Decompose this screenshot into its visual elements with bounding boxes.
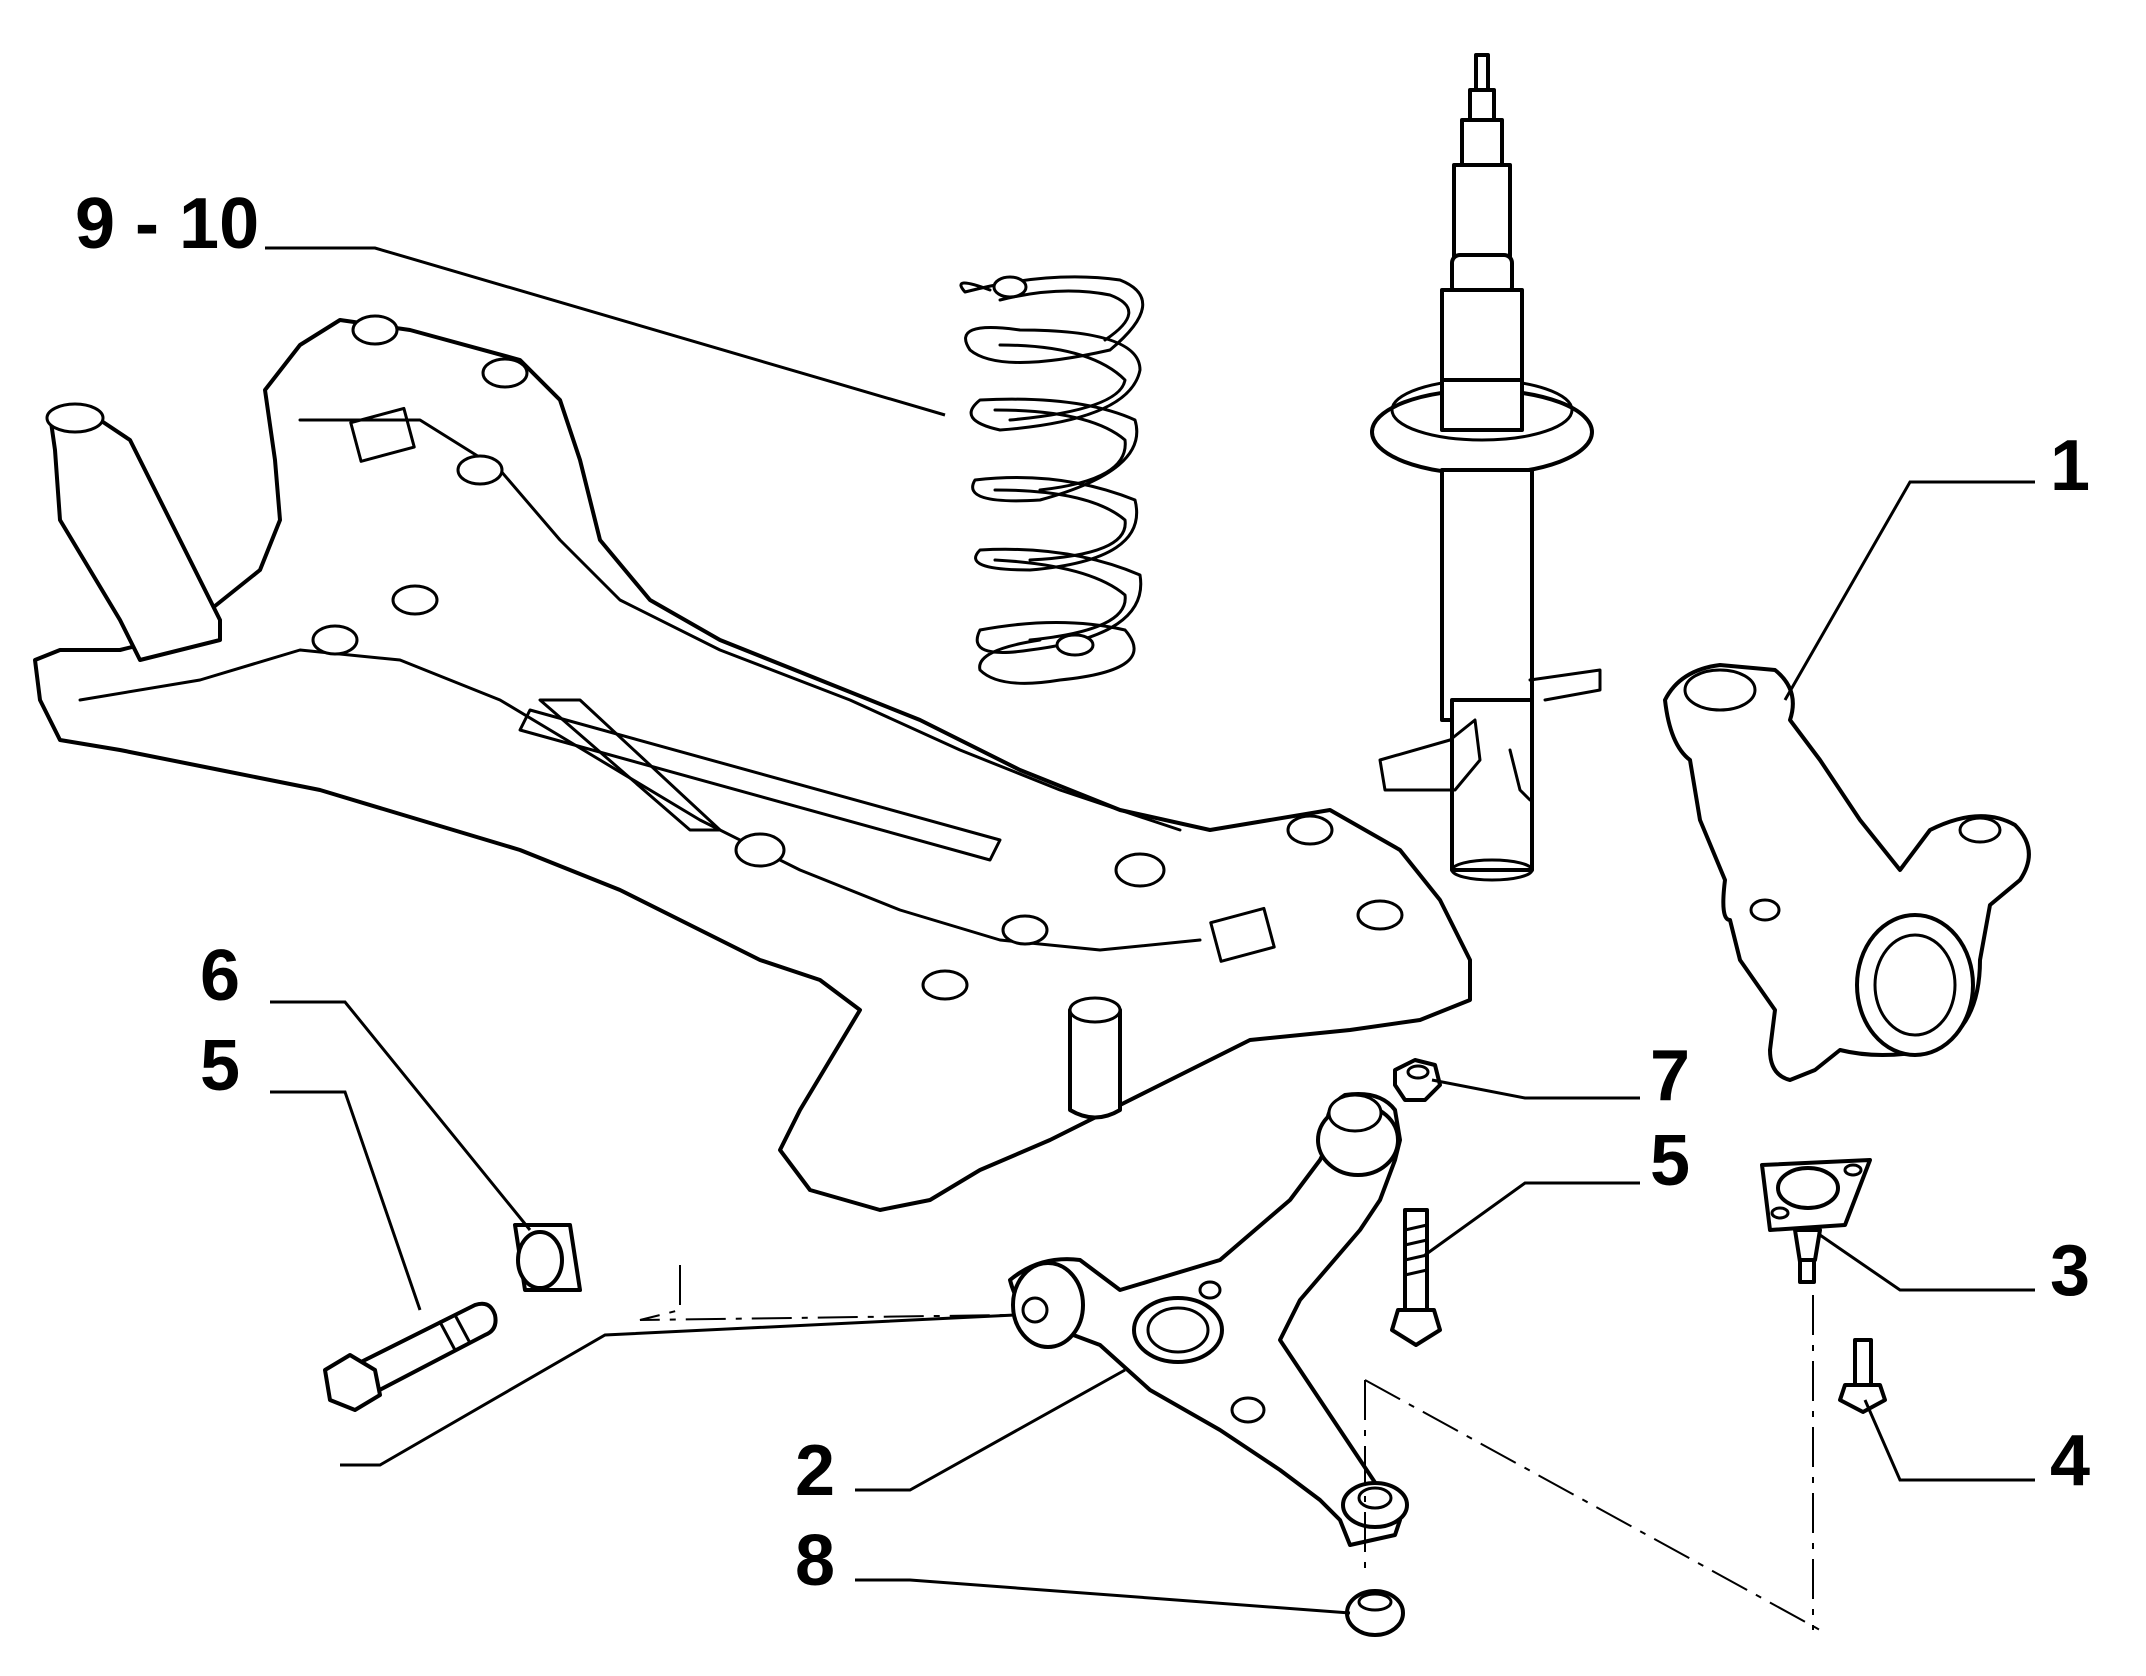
bushing (513, 1223, 582, 1292)
hex-nut (1393, 1058, 1442, 1102)
axis-lines (639, 1265, 1821, 1631)
steering-knuckle (1663, 663, 2031, 1082)
callout-8: 8 (795, 1521, 835, 1601)
callout-9-10: 9 - 10 (75, 184, 259, 264)
leader-lines (265, 246, 2035, 1615)
callout-2: 2 (795, 1431, 835, 1511)
shock-absorber (1370, 53, 1602, 882)
washer (1345, 1589, 1405, 1637)
callout-6: 6 (200, 936, 240, 1016)
callout-7: 7 (1650, 1036, 1690, 1116)
coil-spring (959, 275, 1145, 685)
callout-4: 4 (2050, 1421, 2090, 1501)
callout-3: 3 (2050, 1231, 2090, 1311)
ball-joint (1760, 1158, 1872, 1284)
callout-5-left: 5 (200, 1026, 240, 1106)
lower-control-arm (1008, 1092, 1409, 1547)
callout-1: 1 (2050, 426, 2090, 506)
callout-5-center: 5 (1650, 1121, 1690, 1201)
bolt-left (323, 1301, 498, 1412)
bolt-center (1390, 1208, 1442, 1347)
screw (1838, 1338, 1887, 1414)
subframe (33, 314, 1472, 1212)
callout-labels: 9 - 10 1 6 5 7 5 3 4 2 8 (75, 184, 2090, 1601)
